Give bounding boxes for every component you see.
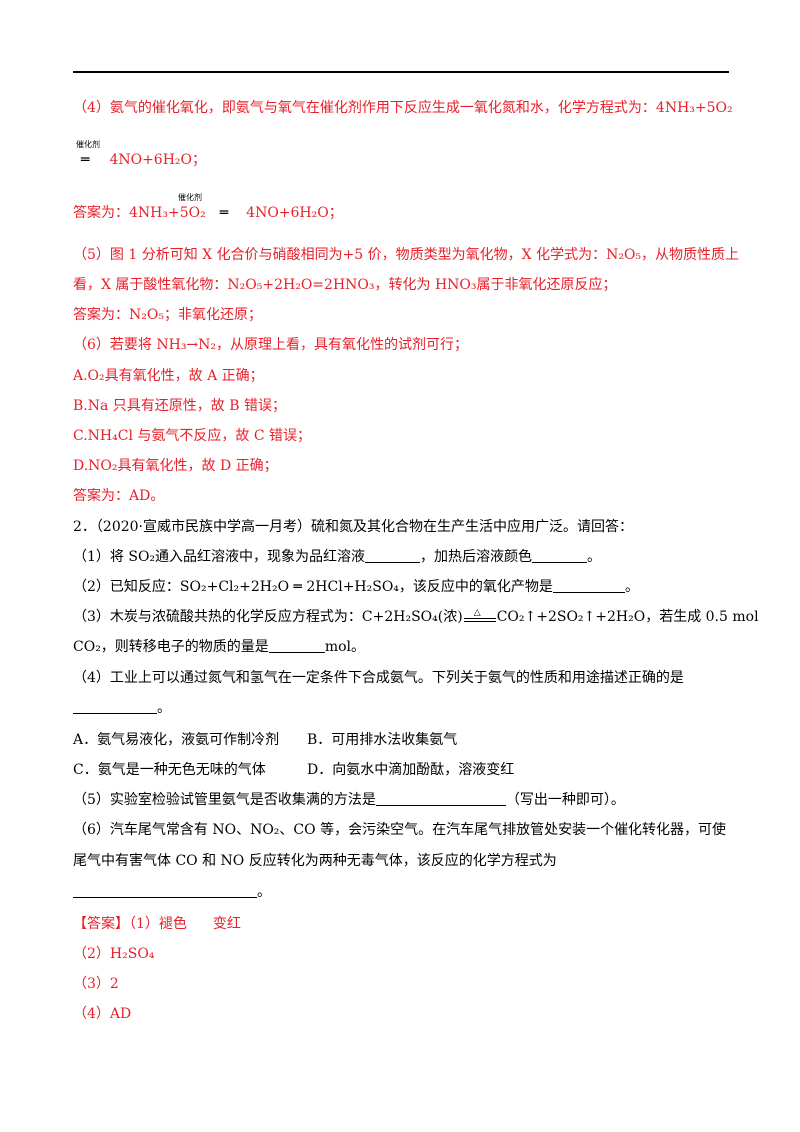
q2-s1-blank1[interactable] <box>365 548 421 563</box>
q2-sub1: （1）将 SO₂通入品红溶液中，现象为品红溶液 ，加热后溶液颜色 。 <box>73 547 733 567</box>
p5-line1: （5）图 1 分析可知 X 化合价与硝酸相同为+5 价，物质类型为氧化物，X 化… <box>73 247 740 263</box>
q2-s1-blank2[interactable] <box>532 548 588 563</box>
q2-s6-blank[interactable] <box>73 883 257 898</box>
q2-sub6: （6）汽车尾气常含有 NO、NO₂、CO 等，会污染空气。在汽车尾气排放管处安装… <box>73 822 727 838</box>
q2-s4-blank[interactable] <box>73 699 157 714</box>
p4-product: 4NO+6H₂O； <box>109 152 207 168</box>
q2-stem: 2．（2020·宣威市民族中学高一月考）硫和氮及其化合物在生产生活中应用广泛。请… <box>73 519 633 535</box>
q2-s5-b: （写出一种即可）。 <box>505 792 625 808</box>
p6-option-c: C.NH₄Cl 与氨气不反应，故 C 错误； <box>73 428 311 444</box>
q2-sub6-blank-line: 。 <box>73 882 733 902</box>
header-rule <box>73 71 729 73</box>
q2-s4-end: 。 <box>157 700 171 716</box>
q2-sub4-blank-line: 。 <box>73 698 733 718</box>
q2-s6-end: 。 <box>257 884 271 900</box>
q2-sub4: （4）工业上可以通过氮气和氢气在一定条件下合成氨气。下列关于氨气的性质和用途描述… <box>73 670 684 686</box>
q2-s3-d: mol。 <box>324 639 365 655</box>
q2-s3-blank[interactable] <box>268 638 325 653</box>
heat-sign: △ <box>463 609 497 623</box>
heat-triangle: △ <box>473 608 481 618</box>
p4-line: （4）氨气的催化氧化，即氨气与氧气在催化剂作用下反应生成一氧化氮和水，化学方程式… <box>73 98 733 118</box>
p4-eq-sign: ═ <box>81 152 90 168</box>
p4-answer-catalyst: 催化剂 <box>178 193 202 202</box>
q2-sub3-cont: CO₂，则转移电子的物质的量是 mol。 <box>73 637 733 657</box>
q2-s2-b: 。 <box>624 579 639 595</box>
p4-prefix: （4）氨气的催化氧化，即氨气与氧气在催化剂作用下反应生成一氧化氮和水，化学方程式… <box>73 100 656 116</box>
p4-answer-prefix: 答案为： <box>73 205 129 221</box>
answer-1b: 变红 <box>212 916 241 932</box>
answer-3: （3）2 <box>73 976 119 992</box>
q2-sub5: （5）实验室检验试管里氨气是否收集满的方法是 （写出一种即可）。 <box>73 790 733 810</box>
q2-s3-a: （3）木炭与浓硫酸共热的化学反应方程式为：C+2H₂SO₄(浓) <box>73 609 463 625</box>
q2-option-c: C．氨气是一种无色无味的气体 <box>73 762 266 778</box>
p6-intro: （6）若要将 NH₃→N₂，从原理上看，具有氧化性的试剂可行； <box>73 337 469 353</box>
p4-answer-line: 答案为：4NH₃+5O₂ ═ 4NO+6H₂O； <box>73 203 733 223</box>
p6-option-a: A.O₂具有氧化性，故 A 正确； <box>73 368 264 384</box>
q2-option-d: D．向氨水中滴加酚酞，溶液变红 <box>307 762 515 778</box>
answer-2: （2）H₂SO₄ <box>73 946 155 962</box>
q2-sub2: （2）已知反应：SO₂+Cl₂+2H₂O ═ 2HCl+H₂SO₄，该反应中的氧… <box>73 577 733 597</box>
p4-catalyst: 催化剂 <box>76 140 100 149</box>
q2-s5-blank[interactable] <box>375 791 506 806</box>
p4-formula: 4NH₃+5O₂ <box>655 100 733 116</box>
q2-s2-a: （2）已知反应：SO₂+Cl₂+2H₂O ═ 2HCl+H₂SO₄，该反应中的氧… <box>73 579 553 595</box>
p6-option-b: B.Na 只具有还原性，故 B 错误； <box>73 398 286 414</box>
q2-s5-a: （5）实验室检验试管里氨气是否收集满的方法是 <box>73 792 376 808</box>
p5-line2: 看，X 属于酸性氧化物：N₂O₅+2H₂O=2HNO₃，转化为 HNO₃属于非氧… <box>73 277 617 293</box>
q2-sub6-cont: 尾气中有害气体 CO 和 NO 反应转化为两种无毒气体，该反应的化学方程式为 <box>73 853 557 869</box>
p5-answer: 答案为：N₂O₅；非氧化还原； <box>73 307 262 323</box>
p6-answer: 答案为：AD。 <box>73 488 165 504</box>
answer-1a: （1）褪色 <box>129 916 187 932</box>
answer-tag: 【答案】 <box>73 916 129 932</box>
q2-sub3: （3）木炭与浓硫酸共热的化学反应方程式为：C+2H₂SO₄(浓) △ CO₂↑+2S… <box>73 607 759 627</box>
q2-s1-c: 。 <box>587 549 602 565</box>
q2-s1-a: （1）将 SO₂通入品红溶液中，现象为品红溶液 <box>73 549 366 565</box>
answer-line1: 【答案】（1）褪色 变红 <box>73 914 733 934</box>
q2-s3-b: CO₂↑+2SO₂↑+2H₂O，若生成 0.5 mol <box>496 609 759 625</box>
p4-eq-line: ═ 4NO+6H₂O； <box>73 150 733 170</box>
answer-4: （4）AD <box>73 1006 132 1022</box>
p4-answer-eq: ═ <box>219 205 229 221</box>
q2-s2-blank[interactable] <box>552 578 625 593</box>
p4-answer-product: 4NO+6H₂O； <box>246 205 343 221</box>
q2-option-b: B．可用排水法收集氨气 <box>307 732 458 748</box>
p6-option-d: D.NO₂具有氧化性，故 D 正确； <box>73 458 278 474</box>
q2-option-a: A．氨气易液化，液氨可作制冷剂 <box>73 732 280 748</box>
q2-s3-c: CO₂，则转移电子的物质的量是 <box>73 639 269 655</box>
p4-answer-formula: 4NH₃+5O₂ <box>129 205 206 221</box>
q2-s1-b: ，加热后溶液颜色 <box>420 549 533 565</box>
